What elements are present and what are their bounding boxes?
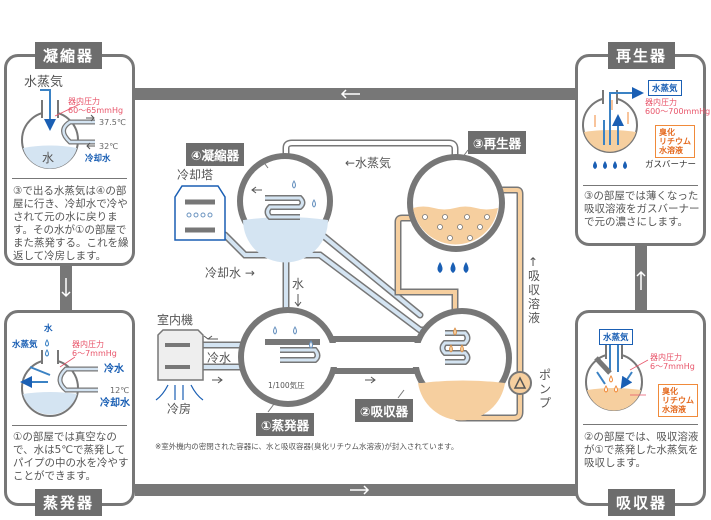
- indoor-unit: [155, 329, 204, 401]
- condenser-description: ③で出る水蒸気は④の部屋に行き、冷却水で冷やされて元の水に戻ります。その水が①の…: [13, 185, 129, 262]
- condenser-water: 水: [42, 151, 55, 165]
- pump-icon: [508, 371, 532, 395]
- loop-arrows: [340, 89, 370, 495]
- condenser-steam-label: 水蒸気: [24, 75, 64, 90]
- cooling-water-flow-label: 冷却水 →: [205, 266, 255, 280]
- cooling-tower-label: 冷却塔: [177, 168, 214, 182]
- evaporator-label: ①蒸発器: [256, 413, 315, 436]
- gas-burner-label: ガスバーナー: [645, 160, 697, 170]
- footnote: ※室外機内の密閉された容器に、水と吸収容器(臭化リチウム水溶液)が封入されていま…: [155, 442, 459, 451]
- condenser-pressure: 器内圧力 60～65mmHg: [68, 97, 124, 115]
- evaporator-water: 水: [44, 324, 53, 334]
- cooling-label: 冷房: [167, 402, 192, 416]
- regenerator-illustration: [582, 87, 644, 169]
- indoor-unit-label: 室内機: [157, 313, 194, 327]
- cold-water-label: 冷水: [207, 351, 232, 365]
- evaporator-panel-title: 蒸発器: [35, 489, 103, 516]
- cooling-tower: [174, 185, 226, 241]
- water-flow-label: 水: [292, 277, 305, 291]
- regenerator-description: ③の部屋では薄くなった吸収溶液をガスバーナーで元の濃さにします。: [584, 190, 700, 228]
- absorber-label: ②吸収器: [355, 399, 414, 422]
- solution-flow-label: ↑吸収溶液: [528, 255, 541, 325]
- absorber-panel-title: 吸収器: [608, 489, 676, 516]
- divider: [12, 425, 127, 426]
- regenerator-solution: 臭化 リチウム 水溶液: [655, 125, 695, 158]
- burner-flames-icon: [437, 262, 469, 273]
- divider: [583, 424, 698, 425]
- evaporator-temp: 12℃: [110, 386, 130, 395]
- pressure-label: 1/100気圧: [268, 381, 305, 390]
- condenser-cooling-water: 冷却水: [85, 154, 111, 164]
- evaporator-cooling-water: 冷却水: [100, 398, 130, 409]
- absorber-pressure: 器内圧力 6～7mmHg: [650, 353, 695, 371]
- divider: [12, 178, 127, 179]
- evaporator-cold-water: 冷水: [104, 364, 124, 375]
- steam-flow-label: ←水蒸気: [345, 156, 392, 170]
- condenser-temp-out: 37.5℃: [99, 118, 126, 127]
- evaporator-steam: 水蒸気: [12, 340, 38, 350]
- condenser-label: ④凝縮器: [186, 143, 245, 166]
- condenser-illustration: [21, 89, 95, 169]
- absorber-steam-label: 水蒸気: [599, 329, 633, 345]
- absorber-solution: 臭化 リチウム 水溶液: [658, 384, 698, 417]
- regenerator-pressure: 器内圧力 600～700mmHg: [645, 98, 711, 116]
- regenerator-steam-label: 水蒸気: [648, 80, 682, 96]
- regenerator-label: ③再生器: [468, 131, 527, 154]
- evaporator-pressure: 器内圧力 6～7mmHg: [72, 340, 117, 358]
- cycle-loop-band: [60, 88, 647, 496]
- condenser-panel-title: 凝縮器: [35, 42, 103, 69]
- evaporator-illustration: [22, 339, 98, 417]
- water-droplets: [273, 180, 316, 349]
- absorber-illustration: [585, 342, 649, 411]
- evaporator-description: ①の部屋では真空なので、水は5℃で蒸発してパイプの中の水を冷やすことができます。: [13, 431, 129, 482]
- condenser-temp-in: 32℃: [99, 142, 119, 151]
- vessels: [237, 153, 512, 421]
- absorber-description: ②の部屋では、吸収溶液が①で蒸発した水蒸気を吸収します。: [584, 431, 699, 469]
- regenerator-panel-title: 再生器: [608, 42, 676, 69]
- divider: [583, 185, 698, 186]
- pump-label: ポンプ: [539, 368, 552, 410]
